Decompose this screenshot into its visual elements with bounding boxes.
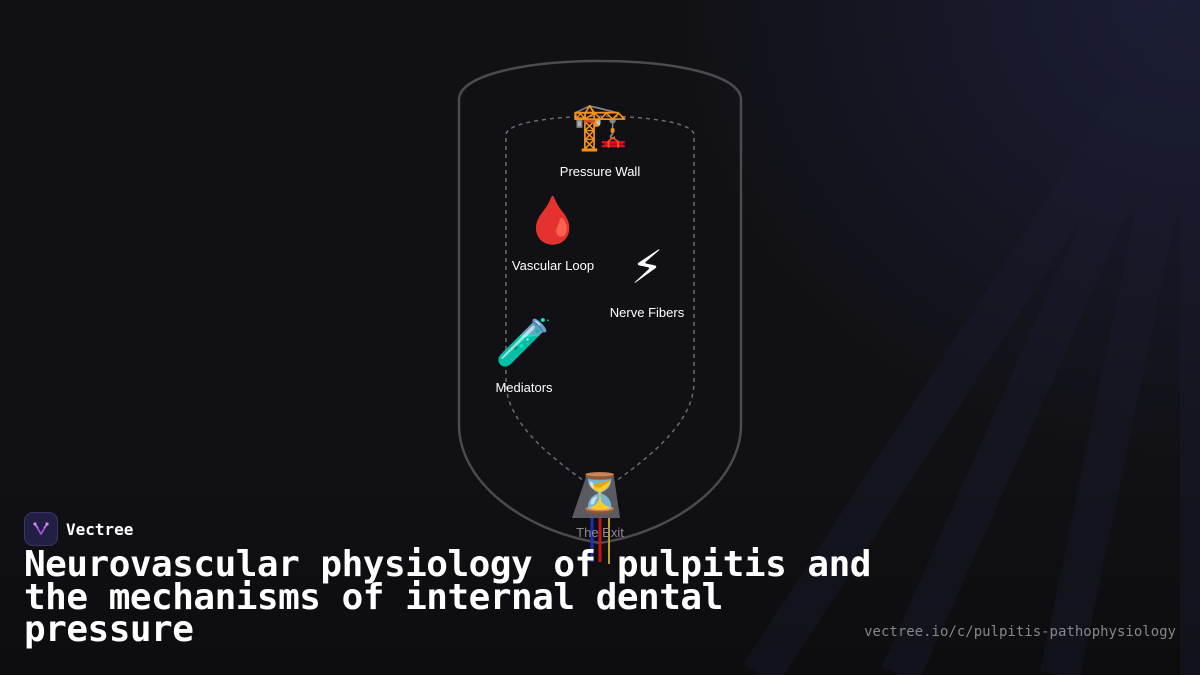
page-title: Neurovascular physiology of pulpitis and…	[24, 544, 871, 650]
crane-icon: 🏗️	[571, 99, 629, 153]
node-label: Mediators	[495, 380, 553, 395]
drop-of-blood-icon: 🩸	[524, 193, 582, 247]
pulp-chamber-outline	[505, 115, 695, 493]
hourglass-icon: ⏳	[576, 471, 624, 515]
node-label: Pressure Wall	[559, 164, 641, 179]
tooth-outline	[457, 59, 743, 545]
source-url[interactable]: vectree.io/c/pulpitis-pathophysiology	[864, 624, 1176, 640]
lightning-icon: ⚡	[630, 240, 664, 294]
node-exit: ⏳	[520, 468, 680, 518]
exit-cone	[572, 477, 620, 518]
node-label: Vascular Loop	[511, 258, 595, 273]
node-mediators: 🧪 Mediators	[444, 314, 604, 395]
node-nerve-fibers: ⚡ Nerve Fibers	[567, 239, 727, 320]
brand[interactable]: Vectree	[24, 512, 133, 546]
test-tube-icon: 🧪	[495, 315, 553, 369]
vectree-logo-icon	[24, 512, 58, 546]
brand-name: Vectree	[66, 519, 134, 539]
node-pressure-wall: 🏗️ Pressure Wall	[520, 98, 680, 179]
node-vascular-loop: 🩸 Vascular Loop	[473, 192, 633, 273]
exit-label: The Exit	[576, 525, 624, 540]
node-label: Nerve Fibers	[609, 305, 685, 320]
